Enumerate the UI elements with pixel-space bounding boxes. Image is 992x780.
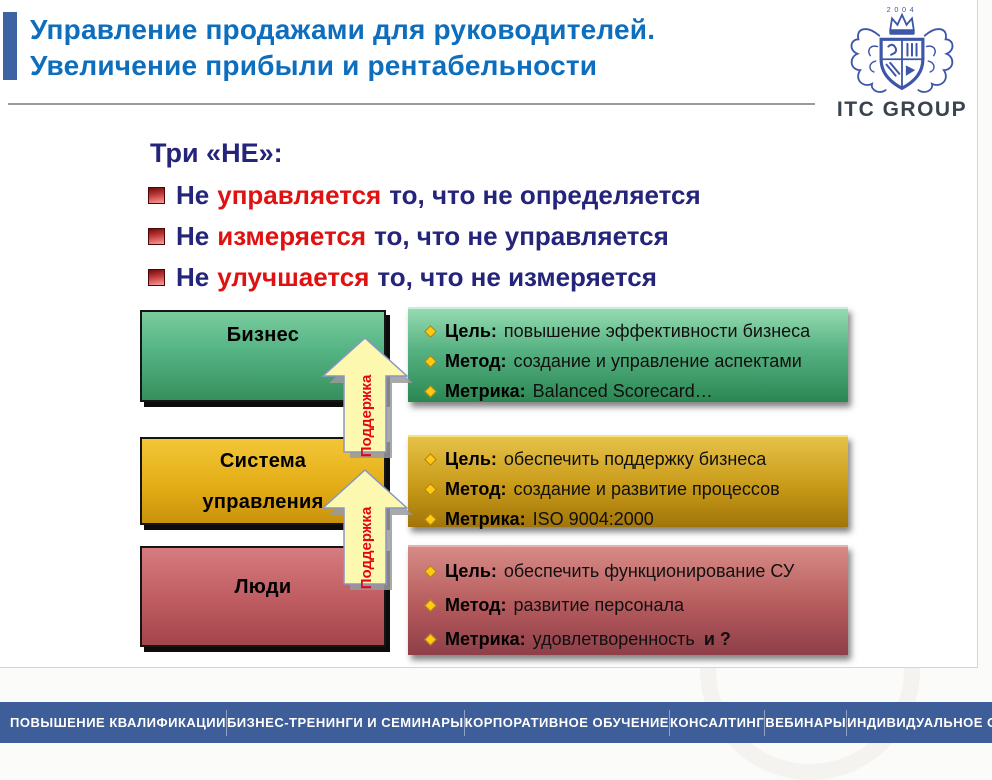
detail-label: Метод: (445, 478, 507, 499)
diamond-bullet-icon (424, 598, 437, 612)
logo-year: 2004 (887, 5, 918, 14)
business-box-label: Бизнес (226, 324, 300, 346)
three-ne-item: Не измеряется то, что не управляется (148, 216, 701, 257)
footer-nav: ПОВЫШЕНИЕ КВАЛИФИКАЦИИ БИЗНЕС-ТРЕНИНГИ И… (0, 702, 992, 743)
heraldic-crest-icon: 2004 (850, 5, 954, 93)
detail-line: Метрика: ISO 9004:2000 (424, 504, 848, 534)
itc-group-logo[interactable]: 2004 ITC GROUP (836, 4, 968, 122)
detail-text: ISO 9004:2000 (532, 508, 654, 529)
business-details-box: Цель: повышение эффективности бизнеса Ме… (408, 307, 848, 402)
management-system-label-line2: управления (202, 491, 324, 513)
detail-label: Метрика: (445, 508, 526, 529)
people-details-box: Цель: обеспечить функционирование СУ Мет… (408, 545, 848, 655)
detail-text: создание и развитие процессов (513, 478, 780, 499)
three-ne-heading: Три «НЕ»: (150, 138, 283, 168)
detail-text: Balanced Scorecard… (532, 380, 713, 401)
support-arrow-label: Поддержка (358, 374, 375, 457)
footer-separator (225, 709, 227, 736)
detail-text: обеспечить функционирование СУ (503, 560, 795, 581)
footer-separator (764, 709, 766, 736)
footer-separator (668, 709, 670, 736)
slide-card: Управление продажами для руководителей. … (0, 0, 978, 668)
detail-suffix: и ? (703, 628, 731, 649)
diamond-bullet-icon (424, 324, 437, 338)
detail-line: Цель: повышение эффективности бизнеса (424, 316, 848, 346)
support-arrow-up-icon: Поддержка (321, 336, 413, 458)
footer-item-corporate[interactable]: КОРПОРАТИВНОЕ ОБУЧЕНИЕ (464, 715, 669, 730)
ne-keyword: измеряется (217, 221, 367, 251)
diamond-bullet-icon (424, 482, 437, 496)
diamond-bullet-icon (424, 512, 437, 526)
management-system-label-line1: Система (219, 450, 307, 472)
detail-text: развитие персонала (513, 594, 684, 615)
people-box-label: Люди (234, 576, 292, 598)
detail-line: Метрика: Balanced Scorecard… (424, 376, 848, 406)
page-title-line2: Увеличение прибыли и рентабельности (30, 50, 598, 81)
three-ne-list: Не управляется то, что не определяется Н… (148, 175, 701, 298)
detail-line: Цель: обеспечить функционирование СУ (424, 554, 848, 588)
ne-prefix: Не (176, 262, 210, 292)
red-square-bullet-icon (148, 269, 165, 286)
management-system-details-box: Цель: обеспечить поддержку бизнеса Метод… (408, 435, 848, 529)
detail-line: Метод: создание и управление аспектами (424, 346, 848, 376)
detail-text: обеспечить поддержку бизнеса (503, 448, 767, 469)
detail-label: Метод: (445, 350, 507, 371)
footer-item-consulting[interactable]: КОНСАЛТИНГ (669, 715, 765, 730)
three-ne-item: Не управляется то, что не определяется (148, 175, 701, 216)
support-arrow-label: Поддержка (358, 506, 375, 589)
detail-line: Метод: создание и развитие процессов (424, 474, 848, 504)
red-square-bullet-icon (148, 187, 165, 204)
detail-label: Цель: (445, 560, 497, 581)
detail-line: Метод: развитие персонала (424, 588, 848, 622)
footer-item-trainings[interactable]: БИЗНЕС-ТРЕНИНГИ И СЕМИНАРЫ (226, 715, 464, 730)
footer-separator (463, 709, 465, 736)
page-title: Управление продажами для руководителей. … (30, 12, 655, 84)
detail-label: Цель: (445, 320, 497, 341)
footer-item-webinars[interactable]: ВЕБИНАРЫ (765, 715, 847, 730)
detail-label: Цель: (445, 448, 497, 469)
red-square-bullet-icon (148, 228, 165, 245)
detail-text: повышение эффективности бизнеса (503, 320, 811, 341)
support-arrow-up-icon: Поддержка (321, 468, 413, 590)
detail-text: удовлетворенность (532, 628, 695, 649)
diamond-bullet-icon (424, 564, 437, 578)
detail-label: Метод: (445, 594, 507, 615)
diamond-bullet-icon (424, 452, 437, 466)
header-divider (8, 103, 815, 105)
ne-prefix: Не (176, 221, 210, 251)
diamond-bullet-icon (424, 632, 437, 646)
three-ne-item: Не улучшается то, что не измеряется (148, 257, 701, 298)
page-title-line1: Управление продажами для руководителей. (30, 14, 656, 45)
detail-line: Цель: обеспечить поддержку бизнеса (424, 444, 848, 474)
ne-rest: то, что не определяется (389, 180, 701, 210)
footer-item-individual[interactable]: ИНДИВИДУАЛЬНОЕ ОБУЧЕНИЕ (847, 715, 992, 730)
ne-keyword: улучшается (217, 262, 370, 292)
detail-line: Метрика: удовлетворенность и ? (424, 622, 848, 656)
ne-prefix: Не (176, 180, 210, 210)
ne-rest: то, что не управляется (374, 221, 669, 251)
footer-item-qualification[interactable]: ПОВЫШЕНИЕ КВАЛИФИКАЦИИ (10, 715, 226, 730)
detail-text: создание и управление аспектами (513, 350, 802, 371)
title-accent-bar (3, 12, 17, 80)
logo-name: ITC GROUP (836, 98, 968, 121)
ne-rest: то, что не измеряется (377, 262, 657, 292)
detail-label: Метрика: (445, 628, 526, 649)
diamond-bullet-icon (424, 384, 437, 398)
ne-keyword: управляется (217, 180, 382, 210)
detail-label: Метрика: (445, 380, 526, 401)
diamond-bullet-icon (424, 354, 437, 368)
people-box: Люди (140, 546, 386, 647)
footer-separator (846, 709, 848, 736)
